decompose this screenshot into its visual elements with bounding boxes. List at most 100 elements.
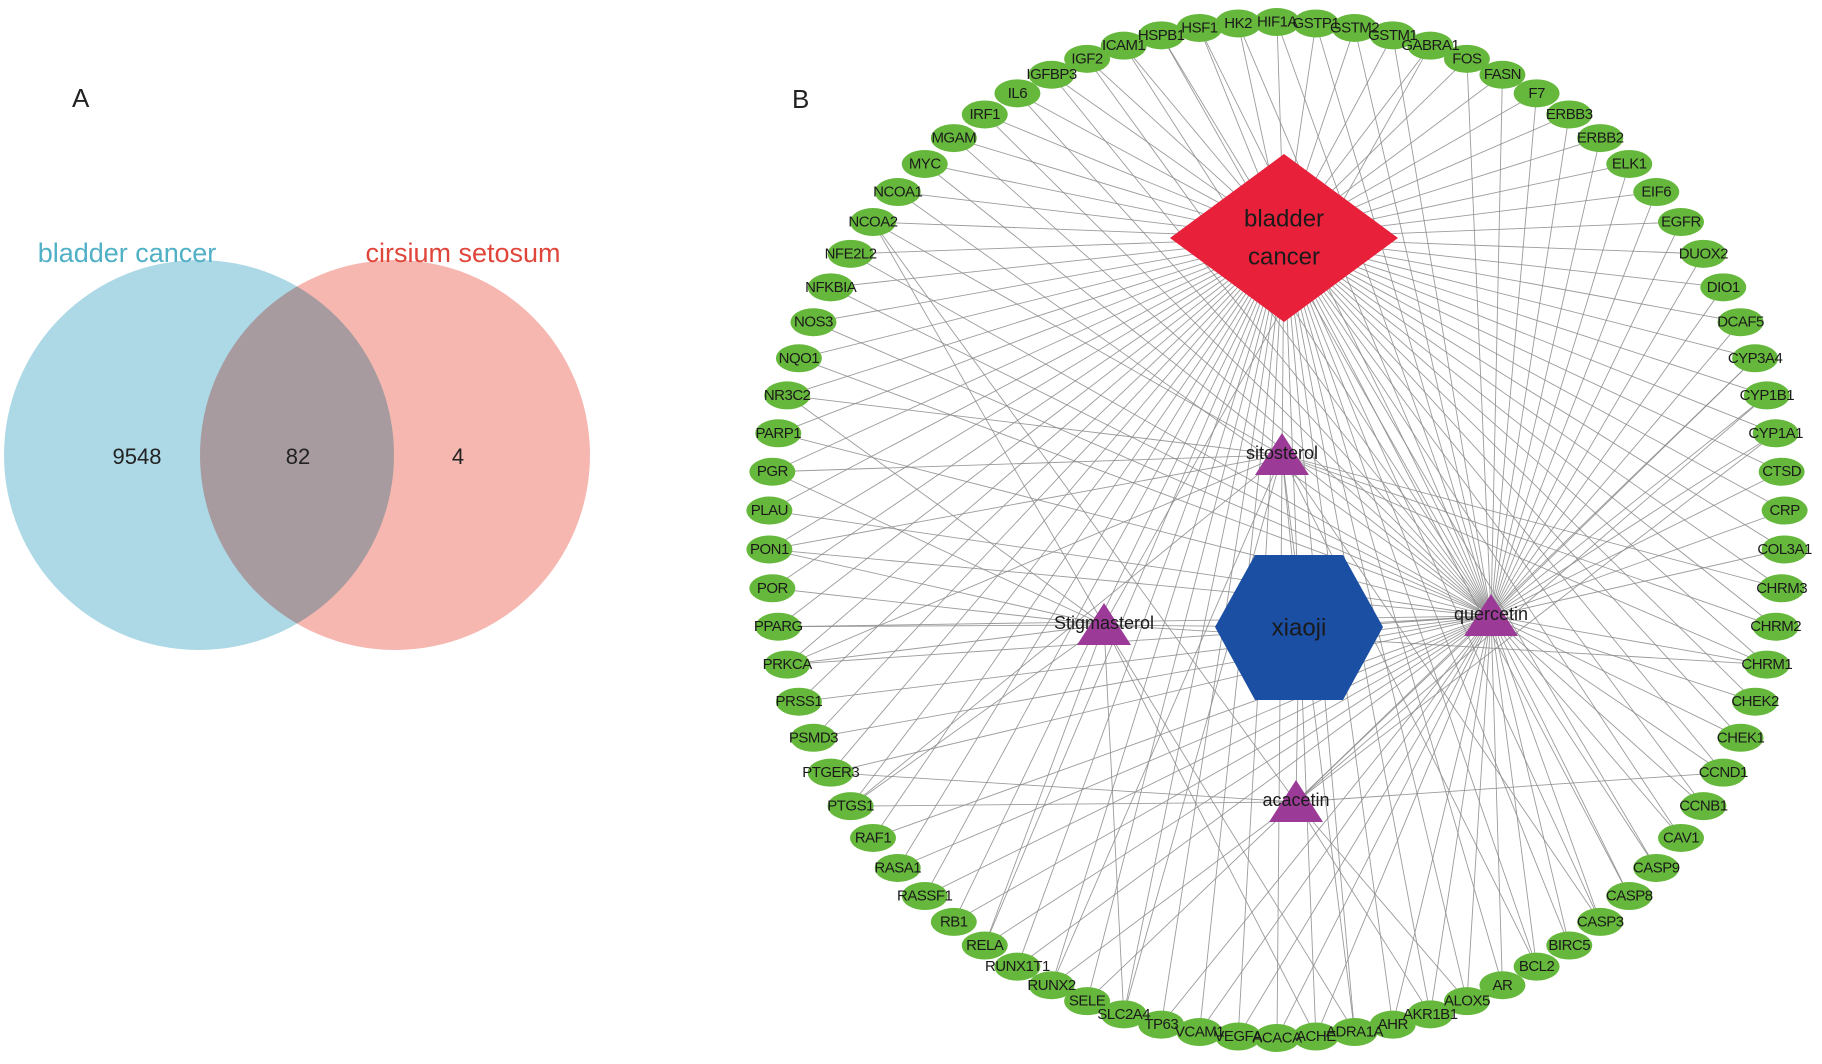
edge-quercetin-NQO1 — [798, 357, 1492, 617]
target-label: EIF6 — [1641, 184, 1671, 201]
edge-quercetin-EGFR — [1490, 221, 1682, 617]
edge-quercetin-PARP1 — [778, 432, 1492, 617]
target-label: NR3C2 — [764, 387, 811, 404]
compound-node-sitosterol: sitosterol — [1246, 433, 1318, 475]
target-ellipse — [1254, 8, 1300, 36]
edge-quercetin-DUOX2 — [1490, 253, 1704, 617]
target-label: EGFR — [1661, 214, 1701, 231]
target-label: CASP3 — [1577, 913, 1624, 930]
edge-quercetin-TP63 — [1160, 615, 1492, 1025]
target-ellipse — [1743, 650, 1790, 679]
target-ellipse — [1546, 931, 1593, 960]
herb-node: xiaoji — [1215, 555, 1383, 700]
edge-sitosterol-BCL2 — [1281, 454, 1538, 967]
compound-triangle-shape — [1464, 594, 1518, 636]
venn-label-cirsium-setosum: cirsium setosum — [365, 238, 560, 268]
target-label: HSF1 — [1181, 19, 1218, 36]
edge-quercetin-CTSD — [1490, 471, 1782, 617]
target-label: CASP9 — [1633, 859, 1680, 876]
target-label: TP63 — [1144, 1016, 1178, 1033]
target-ellipse — [775, 687, 822, 716]
target-label: CHRM3 — [1756, 580, 1807, 597]
target-ellipse — [1758, 574, 1805, 603]
target-ellipse — [1369, 21, 1416, 50]
edge-quercetin-HK2 — [1237, 23, 1492, 617]
target-label: IGFBP3 — [1026, 66, 1077, 83]
edge-quercetin-RASSF1 — [924, 615, 1492, 897]
edge-quercetin-CYP1A1 — [1490, 432, 1776, 617]
target-label: F7 — [1528, 85, 1545, 102]
target-ellipse — [764, 650, 811, 679]
edge-disease-CCNB1 — [1283, 237, 1704, 807]
target-label: FOS — [1452, 50, 1482, 67]
edge-sitosterol-PRKCA — [786, 454, 1283, 666]
target-ellipse — [1752, 612, 1799, 641]
target-ellipse — [1761, 535, 1808, 564]
edge-quercetin-HSF1 — [1199, 27, 1492, 617]
target-ellipse — [961, 931, 1008, 960]
edge-quercetin-CHEK1 — [1490, 615, 1741, 739]
target-ellipse — [1331, 13, 1378, 42]
edge-quercetin-IGF2 — [1086, 58, 1492, 617]
edge-quercetin-MGAM — [953, 137, 1492, 617]
edge-quercetin-CASP8 — [1490, 615, 1630, 897]
target-label: IGF2 — [1071, 50, 1102, 67]
target-ellipse — [901, 149, 948, 178]
target-ellipse — [1732, 344, 1779, 373]
target-label: CHRM2 — [1750, 618, 1801, 635]
edge-quercetin-BCL2 — [1490, 615, 1538, 967]
edge-quercetin-COL3A1 — [1490, 549, 1785, 617]
edge-quercetin-HSPB1 — [1160, 35, 1492, 617]
target-ellipse — [755, 419, 802, 448]
edge-quercetin-ERBB2 — [1490, 137, 1601, 617]
target-ellipse — [1717, 308, 1764, 337]
edge-quercetin-GSTM2 — [1354, 27, 1492, 617]
target-ellipse — [1331, 1018, 1378, 1047]
target-label: GSTP1 — [1293, 15, 1340, 32]
edge-disease-CAV1 — [1283, 237, 1682, 839]
target-label: RASSF1 — [897, 888, 953, 905]
edge-quercetin-PLAU — [769, 510, 1492, 617]
target-label: ACACA — [1252, 1030, 1302, 1047]
target-label: COL3A1 — [1757, 541, 1812, 558]
target-ellipse — [1680, 792, 1727, 821]
edge-Stigmasterol-GABRA1 — [1103, 45, 1431, 626]
target-ellipse — [1717, 723, 1764, 752]
edge-quercetin-VCAM1 — [1199, 615, 1492, 1033]
edge-disease-PSMD3 — [813, 237, 1285, 739]
edge-disease-RUNX2 — [1051, 237, 1285, 986]
edge-disease-PGR — [772, 237, 1285, 473]
target-label: POR — [757, 580, 789, 597]
edge-disease-CASP3 — [1283, 237, 1601, 923]
target-label: CCNB1 — [1679, 798, 1728, 815]
panel-a: A bladder cancer cirsium setosum 9548 82… — [4, 83, 590, 650]
target-label: RUNX2 — [1027, 977, 1076, 994]
target-ellipse — [1479, 60, 1526, 89]
target-label: CASP8 — [1606, 888, 1653, 905]
target-label: CHEK2 — [1731, 693, 1779, 710]
edge-disease-NR3C2 — [787, 237, 1285, 396]
target-ellipse — [1292, 1022, 1339, 1051]
target-label: PTGER3 — [802, 764, 859, 781]
target-ellipse — [994, 79, 1041, 108]
edge-quercetin-CASP9 — [1490, 615, 1657, 869]
target-label: DCAF5 — [1717, 314, 1764, 331]
target-ellipse — [1064, 44, 1111, 73]
edge-sitosterol-PON1 — [769, 454, 1283, 550]
edge-acacetin-CYP1B1 — [1295, 395, 1768, 803]
edge-quercetin-IL6 — [1017, 93, 1492, 617]
target-label: CCND1 — [1699, 764, 1748, 781]
target-ellipse — [1407, 31, 1454, 60]
edge-quercetin-RAF1 — [872, 615, 1492, 839]
target-label: PTGS1 — [827, 798, 874, 815]
edge-quercetin-ERBB3 — [1490, 114, 1570, 617]
target-label: AKR1B1 — [1403, 1006, 1458, 1023]
edge-Stigmasterol-POR — [772, 587, 1105, 626]
target-ellipse — [1292, 9, 1339, 38]
edge-disease-PRKCA — [786, 237, 1285, 665]
target-ellipse — [849, 208, 896, 237]
edge-quercetin-ACHE — [1315, 615, 1492, 1037]
edge-quercetin-GSTP1 — [1315, 23, 1492, 617]
edge-quercetin-PSMD3 — [813, 615, 1492, 739]
